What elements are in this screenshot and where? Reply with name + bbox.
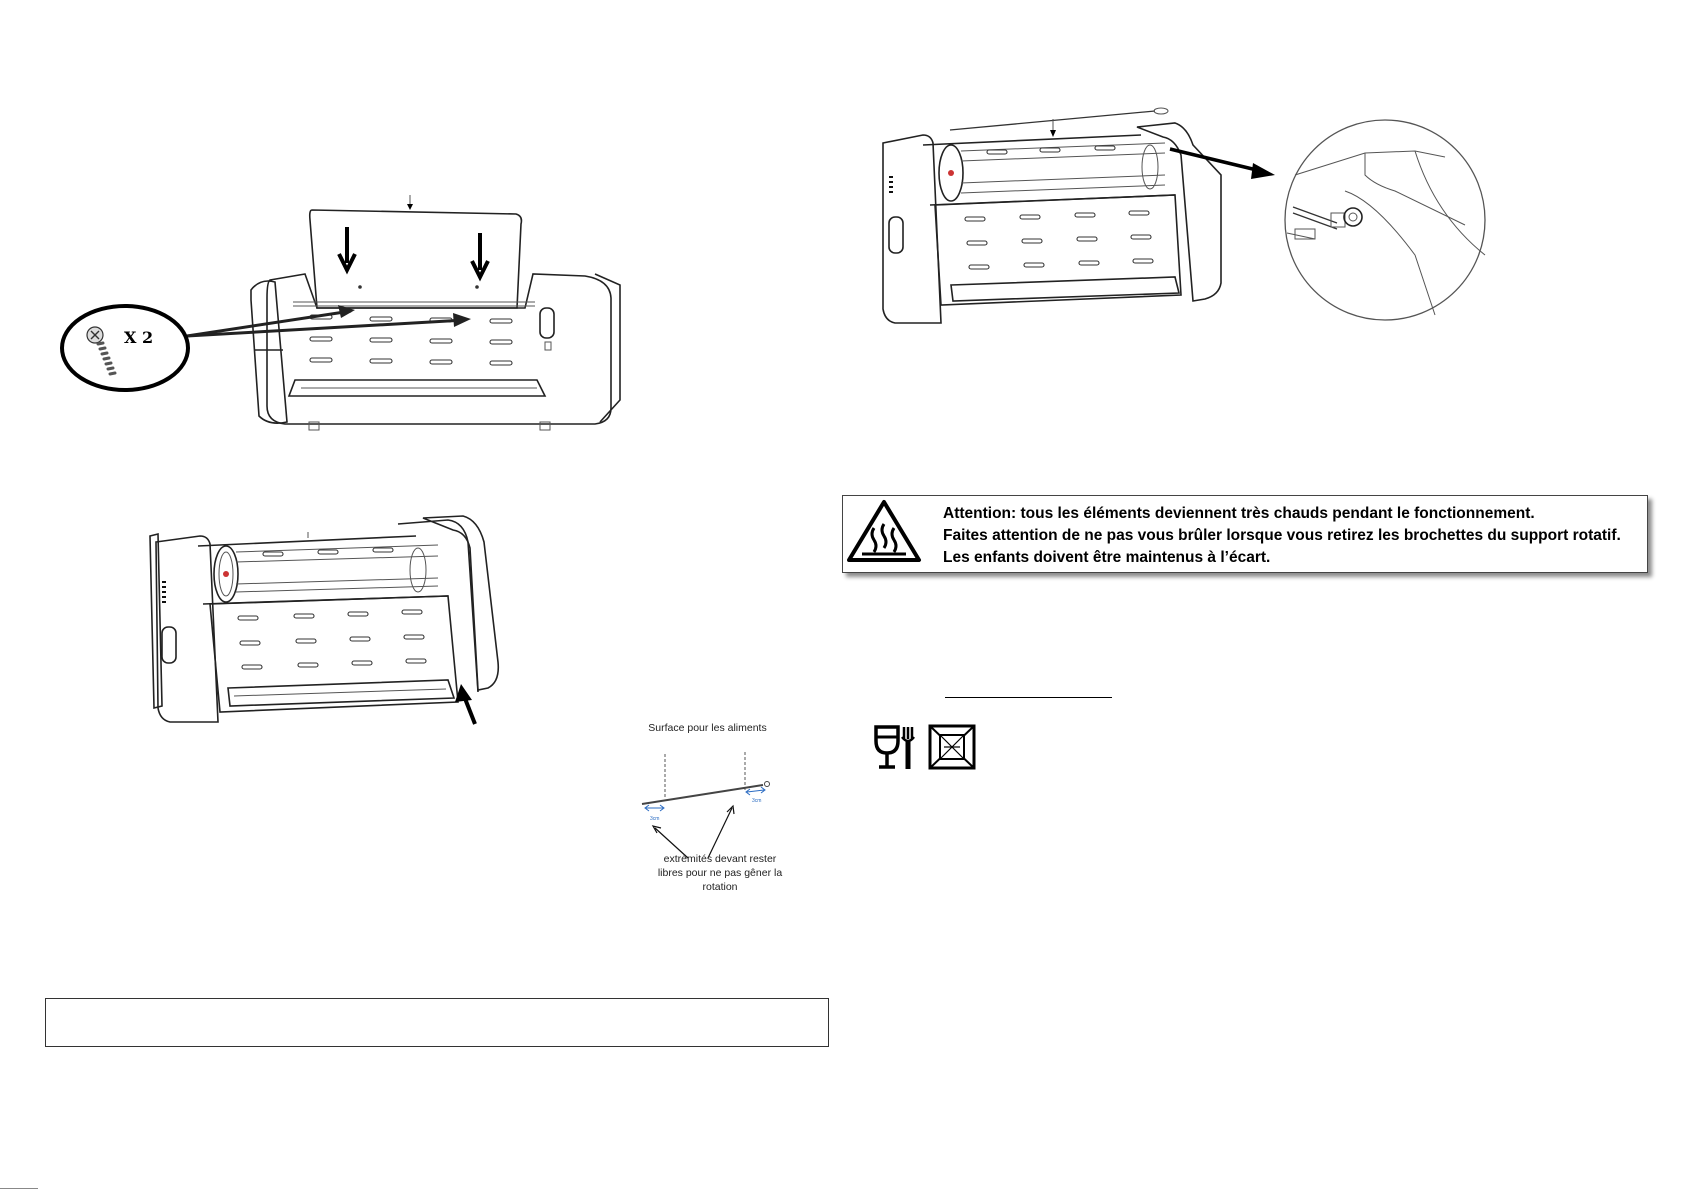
figure-back-panel-install: [55, 190, 635, 450]
caption-line: rotation: [702, 881, 738, 893]
hot-surface-warning-icon: [846, 498, 922, 564]
screw-callout-oval: [60, 304, 190, 392]
food-safe-icon: [872, 723, 920, 771]
screw-callout: X 2: [58, 302, 193, 394]
skewer-diagram-title: Surface pour les aliments: [648, 722, 767, 734]
skewer-diagram-illustration: 3cm 3cm: [641, 752, 770, 859]
warning-line: Attention: tous les éléments deviennent …: [943, 505, 1535, 522]
screw-quantity-label: X 2: [124, 328, 154, 347]
appliance-back-panel-illustration: [186, 195, 621, 431]
svg-text:3cm: 3cm: [752, 798, 761, 804]
screw-icon: [86, 326, 117, 376]
warning-line: Faites attention de ne pas vous brûler l…: [943, 527, 1621, 544]
figure-skewer-diagram: Surface pour les aliments 3cm 3cm extrém…: [630, 720, 805, 900]
hot-surface-warning-box: [842, 495, 1648, 573]
warning-line: Les enfants doivent être maintenus à l’é…: [943, 549, 1271, 566]
caption-line: extrémités devant rester: [663, 853, 777, 865]
skewer-diagram-caption: extrémités devant rester libres pour ne …: [650, 852, 790, 894]
bottom-note-box: [45, 998, 829, 1047]
warning-text: Attention: tous les éléments deviennent …: [943, 503, 1643, 569]
crossed-bin-box-icon: [927, 723, 977, 771]
figure-skewer-insertion: [875, 105, 1495, 330]
page-corner-mark: [0, 1188, 38, 1189]
caption-line: libres pour ne pas gêner la: [657, 867, 783, 879]
figure-drip-tray: [148, 512, 528, 727]
appliance-front-illustration: [149, 515, 500, 725]
section-heading-underline: [945, 697, 1112, 698]
svg-text:3cm: 3cm: [650, 816, 659, 822]
appliance-skewer-illustration: [882, 107, 1486, 324]
